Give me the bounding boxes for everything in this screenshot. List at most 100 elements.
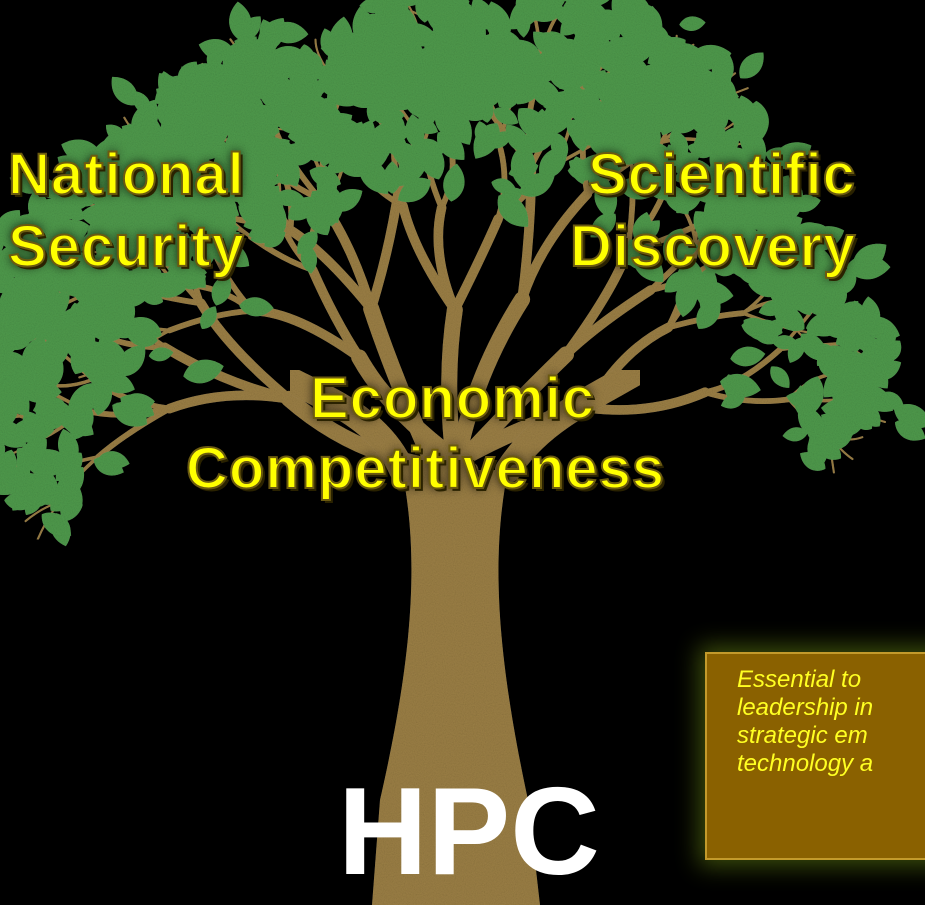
leaf: [229, 1, 252, 42]
tree-leaves: [0, 0, 925, 547]
leaf: [666, 100, 688, 123]
leaf: [493, 107, 519, 125]
leaf: [306, 51, 323, 82]
leaf: [223, 41, 263, 64]
leaf: [366, 95, 384, 124]
leaf: [297, 95, 324, 114]
leaf: [239, 297, 274, 317]
leaf: [852, 414, 873, 430]
leaf: [160, 86, 194, 112]
leaf: [720, 373, 761, 398]
leaf: [500, 79, 523, 111]
leaf: [657, 31, 679, 64]
callout-box: Essential to leadership in strategic em …: [705, 652, 925, 860]
leaf: [197, 190, 229, 224]
leaf: [121, 166, 146, 180]
leaf: [32, 467, 59, 504]
leaf: [770, 366, 790, 388]
leaf: [78, 330, 96, 359]
label-competitiveness: Competitiveness: [185, 436, 666, 501]
leaf: [713, 141, 732, 165]
leaf: [596, 135, 636, 158]
leaf: [430, 0, 465, 18]
leaf: [544, 38, 584, 62]
leaf: [772, 285, 816, 311]
leaf: [91, 344, 119, 382]
leaf: [177, 61, 198, 84]
leaf: [165, 264, 207, 287]
label-discovery: Discovery: [569, 214, 857, 279]
leaf: [257, 191, 284, 213]
leaf: [116, 194, 140, 216]
leaf: [679, 186, 708, 204]
leaf: [638, 147, 676, 169]
leaf: [739, 52, 764, 79]
leaf: [895, 419, 925, 441]
leaf: [11, 331, 32, 350]
leaf: [416, 145, 444, 162]
leaf: [127, 316, 162, 340]
leaf: [60, 410, 94, 436]
leaf: [229, 117, 257, 136]
leaf: [720, 393, 745, 409]
leaf: [695, 267, 717, 306]
leaf: [575, 20, 604, 37]
leaf: [752, 236, 778, 273]
leaf: [237, 81, 256, 105]
leaf: [24, 491, 42, 516]
leaf: [259, 19, 279, 50]
leaf: [0, 434, 6, 458]
leaf: [297, 231, 318, 254]
leaf: [516, 74, 542, 105]
leaf: [158, 159, 174, 183]
leaf: [273, 149, 300, 187]
leaf: [340, 74, 374, 93]
leaf: [397, 177, 431, 203]
leaf: [92, 320, 130, 342]
leaf: [492, 69, 519, 84]
leaf: [5, 365, 26, 390]
leaf: [370, 121, 411, 144]
leaf: [234, 177, 261, 217]
leaf: [26, 247, 55, 267]
leaf: [385, 12, 421, 37]
leaf: [251, 214, 279, 236]
leaf: [436, 131, 465, 160]
leaf: [293, 125, 309, 152]
leaf: [821, 413, 854, 438]
leaf: [862, 359, 889, 389]
tree-trunk: [277, 357, 653, 905]
label-economic: Economic: [309, 366, 596, 431]
leaf: [416, 92, 437, 129]
leaf: [566, 89, 600, 111]
leaf: [745, 205, 786, 233]
leaf: [37, 194, 74, 225]
leaf: [577, 154, 622, 179]
callout-line: technology a: [737, 750, 874, 777]
leaf: [150, 279, 173, 297]
leaf: [119, 393, 155, 414]
leaf: [818, 355, 835, 379]
leaf: [0, 226, 30, 252]
leaf: [640, 220, 660, 241]
leaf: [473, 123, 500, 159]
leaf: [19, 361, 38, 394]
leaf: [691, 114, 723, 141]
leaf: [269, 21, 309, 44]
leaf: [558, 57, 585, 90]
leaf: [498, 187, 523, 205]
leaf: [586, 174, 612, 192]
leaf: [717, 190, 736, 210]
leaf: [250, 67, 288, 88]
leaf: [183, 359, 224, 384]
leaf: [698, 239, 716, 258]
leaf: [61, 314, 83, 347]
leaf: [362, 78, 388, 93]
leaf: [624, 21, 663, 45]
leaf: [0, 357, 7, 388]
leaf: [101, 234, 120, 256]
leaf: [271, 84, 302, 110]
leaf: [477, 93, 494, 123]
leaf: [131, 226, 157, 259]
